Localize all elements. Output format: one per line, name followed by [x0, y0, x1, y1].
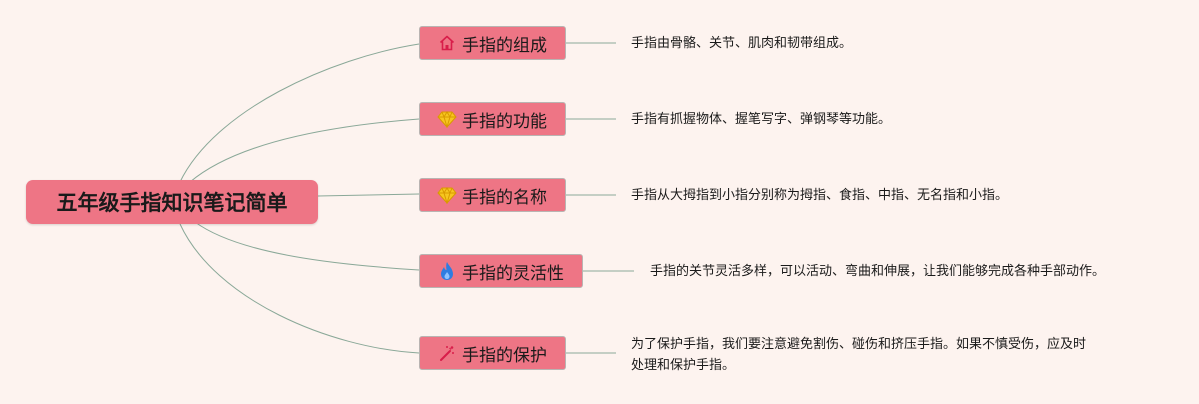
gem-icon [437, 185, 457, 205]
root-topic-label: 五年级手指知识笔记简单 [56, 191, 288, 215]
topic-composition[interactable]: 手指的组成 [419, 26, 566, 60]
note-protection: 为了保护手指，我们要注意避免割伤、碰伤和挤压手指。如果不慎受伤，应及时 处理和保… [631, 334, 1086, 376]
topic-function-label: 手指的功能 [462, 111, 547, 132]
note-protection-line-1: 为了保护手指，我们要注意避免割伤、碰伤和挤压手指。如果不慎受伤，应及时 [631, 337, 1087, 352]
topic-names[interactable]: 手指的名称 [419, 178, 566, 212]
connector-root-to-flexibility [194, 221, 420, 271]
connector-root-to-composition [179, 43, 420, 183]
magic-wand-icon [437, 343, 457, 363]
note-flexibility: 手指的关节灵活多样，可以活动、弯曲和伸展，让我们能够完成各种手部动作。 [650, 264, 1106, 279]
topic-names-label: 手指的名称 [462, 187, 547, 208]
home-icon [437, 33, 457, 53]
connector-root-to-function [189, 118, 420, 183]
topic-function[interactable]: 手指的功能 [419, 102, 566, 136]
gem-icon [437, 109, 457, 129]
flame-icon [437, 261, 457, 281]
topic-protection[interactable]: 手指的保护 [419, 336, 566, 370]
topic-flexibility[interactable]: 手指的灵活性 [419, 254, 583, 288]
connector-root-to-names [317, 193, 420, 197]
topic-composition-label: 手指的组成 [462, 35, 547, 56]
connector-root-to-protection [179, 223, 420, 354]
note-names: 手指从大拇指到小指分别称为拇指、食指、中指、无名指和小指。 [631, 188, 1009, 203]
root-topic[interactable]: 五年级手指知识笔记简单 [26, 180, 318, 224]
note-composition: 手指由骨骼、关节、肌肉和韧带组成。 [631, 36, 853, 51]
topic-protection-label: 手指的保护 [462, 345, 547, 366]
note-protection-line-2: 处理和保护手指。 [631, 358, 736, 373]
note-function: 手指有抓握物体、握笔写字、弹钢琴等功能。 [631, 112, 892, 127]
topic-flexibility-label: 手指的灵活性 [462, 263, 564, 284]
